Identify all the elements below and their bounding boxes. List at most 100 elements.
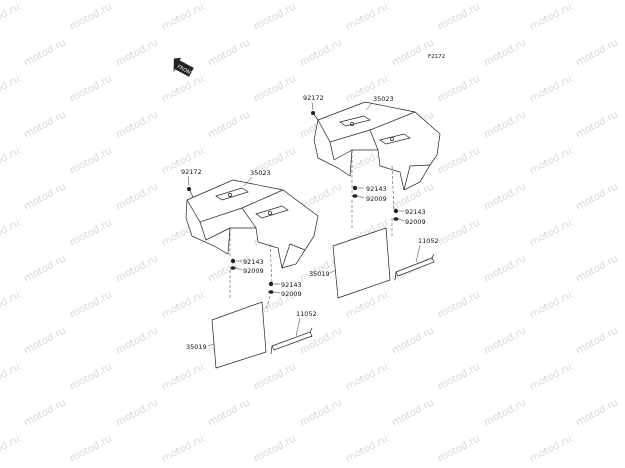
watermark-text: motod.ru: [528, 361, 574, 392]
watermark-text: motod.ru: [0, 73, 22, 104]
watermark-text: motod.ru: [482, 109, 528, 140]
nut-left-front[interactable]: [230, 258, 236, 264]
label-92172-right: 92172: [303, 94, 324, 102]
watermark-text: motod.ru: [0, 1, 22, 32]
watermark-text: motod.ru: [390, 325, 436, 356]
label-11052-right: 11052: [418, 237, 439, 245]
rear-fender-right[interactable]: [313, 101, 441, 191]
watermark-text: motod.ru: [114, 109, 160, 140]
label-11052-left: 11052: [296, 310, 317, 318]
label-35019-right: 35019: [309, 270, 330, 278]
watermark-text: motod.ru: [68, 433, 114, 464]
screw-left[interactable]: [187, 187, 194, 198]
flap-bracket-right[interactable]: [394, 253, 435, 281]
watermark-text: motod.ru: [22, 397, 68, 428]
nut-right-front[interactable]: [352, 185, 358, 191]
watermark-text: motod.ru: [528, 289, 574, 320]
watermark-text: motod.ru: [160, 361, 206, 392]
watermark-text: motod.ru: [114, 37, 160, 68]
mud-flap-right[interactable]: [332, 227, 391, 299]
watermark-text: motod.ru: [252, 1, 298, 32]
watermark-text: motod.ru: [22, 37, 68, 68]
watermark-text: motod.ru: [528, 145, 574, 176]
watermark-text: motod.ru: [574, 397, 620, 428]
washer-left-rear[interactable]: [268, 290, 274, 294]
watermark-text: motod.ru: [252, 361, 298, 392]
watermark-text: motod.ru: [0, 145, 22, 176]
label-92143-left-rear: 92143: [281, 281, 302, 289]
watermark-text: motod.ru: [344, 289, 390, 320]
label-92009-left-rear: 92009: [281, 290, 302, 298]
rear-fender-left[interactable]: [185, 179, 319, 269]
washer-right-rear[interactable]: [393, 217, 399, 221]
watermark-text: motod.ru: [252, 433, 298, 464]
watermark-text: motod.ru: [436, 145, 482, 176]
watermark-text: motod.ru: [68, 73, 114, 104]
screw-right[interactable]: [311, 111, 319, 121]
diagram-reference-code: F2172: [428, 54, 445, 60]
watermark-text: motod.ru: [206, 397, 252, 428]
watermark-text: motod.ru: [436, 217, 482, 248]
label-35023-right: 35023: [373, 95, 394, 103]
watermark-text: motod.ru: [68, 289, 114, 320]
fender-assembly-right: [311, 101, 441, 299]
nut-left-rear[interactable]: [268, 281, 274, 287]
label-92143-right-front: 92143: [366, 185, 387, 193]
label-92009-right-rear: 92009: [405, 218, 426, 226]
watermark-text: motod.ru: [436, 433, 482, 464]
watermark-text: motod.ru: [436, 73, 482, 104]
watermark-text: motod.ru: [482, 37, 528, 68]
watermark-text: motod.ru: [298, 397, 344, 428]
label-92009-left-front: 92009: [243, 267, 264, 275]
watermark-text: motod.ru: [22, 253, 68, 284]
watermark-text: motod.ru: [114, 181, 160, 212]
watermark-text: motod.ru: [528, 1, 574, 32]
watermark-text: motod.ru: [68, 1, 114, 32]
watermark-text: motod.ru: [22, 181, 68, 212]
washer-left-front[interactable]: [230, 266, 236, 270]
watermark-text: motod.ru: [574, 109, 620, 140]
watermark-text: motod.ru: [0, 433, 22, 464]
watermark-text: motod.ru: [160, 433, 206, 464]
watermark-text: motod.ru: [482, 397, 528, 428]
watermark-text: motod.ru: [574, 37, 620, 68]
watermark-text: motod.ru: [114, 397, 160, 428]
watermark-text: motod.ru: [160, 73, 206, 104]
label-35019-left: 35019: [186, 343, 207, 351]
watermark-text: motod.ru: [482, 181, 528, 212]
watermark-text: motod.ru: [436, 1, 482, 32]
watermark-text: motod.ru: [160, 1, 206, 32]
mud-flap-left[interactable]: [211, 301, 267, 369]
watermark-text: motod.ru: [574, 181, 620, 212]
watermark-text: motod.ru: [0, 289, 22, 320]
watermark-text: motod.ru: [160, 289, 206, 320]
watermark-text: motod.ru: [114, 325, 160, 356]
watermark-text: motod.ru: [528, 433, 574, 464]
watermark-text: motod.ru: [22, 109, 68, 140]
watermark-text: motod.ru: [482, 325, 528, 356]
label-92143-right-rear: 92143: [405, 208, 426, 216]
fender-assembly-left: [185, 175, 319, 369]
watermark-text: motod.ru: [390, 397, 436, 428]
watermark-text: motod.ru: [68, 217, 114, 248]
watermark-text: motod.ru: [68, 361, 114, 392]
watermark-text: motod.ru: [0, 361, 22, 392]
watermark-text: motod.ru: [436, 289, 482, 320]
watermark-text: motod.ru: [574, 253, 620, 284]
watermark-text: motod.ru: [344, 361, 390, 392]
flap-bracket-left[interactable]: [270, 327, 313, 355]
watermark-text: motod.ru: [298, 37, 344, 68]
watermark-text: motod.ru: [482, 253, 528, 284]
watermark-text: motod.ru: [574, 325, 620, 356]
label-92143-left-front: 92143: [243, 258, 264, 266]
watermark-text: motod.ru: [68, 145, 114, 176]
label-92172-left: 92172: [181, 168, 202, 176]
watermark-text: motod.ru: [344, 433, 390, 464]
watermark-text: motod.ru: [252, 73, 298, 104]
nut-right-rear[interactable]: [393, 208, 399, 214]
watermark-text: motod.ru: [528, 217, 574, 248]
watermark-text: motod.ru: [206, 37, 252, 68]
washer-right-front[interactable]: [352, 194, 358, 198]
